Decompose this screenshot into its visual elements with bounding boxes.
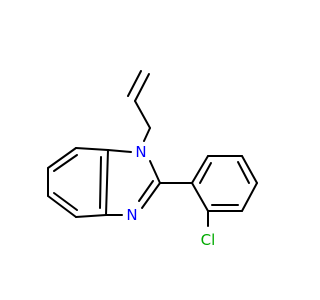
bond-c3a-c7a	[105, 149, 109, 216]
molecule-structure: N N Cl	[47, 70, 258, 249]
bond-ch2-ch	[134, 100, 151, 129]
bond-c3a-c7a-inner	[99, 156, 102, 209]
bond-n1-ch2	[143, 127, 151, 142]
chlorophenyl-ring	[159, 155, 258, 227]
bond-c4-c3a	[75, 214, 107, 218]
bond-c5-c4	[47, 195, 77, 218]
atom-label-n1: N	[135, 143, 146, 161]
atom-label-cl: Cl	[201, 231, 216, 249]
bond-c5-c4-inner	[53, 192, 78, 211]
bond-c7a-c7	[75, 147, 109, 151]
bond-c7-c6-inner	[53, 154, 78, 172]
bond-c2-n3-outer	[141, 182, 161, 209]
bond-c4p-c5p-inner	[237, 161, 250, 184]
bond-c6p-c1p	[191, 155, 209, 184]
bond-c7a-n1	[107, 149, 132, 153]
allyl-group	[127, 70, 151, 142]
bond-c2-n3-inner	[138, 180, 154, 202]
bond-c7-c6	[47, 147, 77, 169]
bond-ch-ch2-outer	[134, 73, 150, 102]
benzo-ring	[47, 147, 109, 218]
bond-c6p-c1p-inner	[199, 162, 212, 184]
bond-c1p-c2p	[191, 182, 209, 212]
bond-ch-ch2-inner	[127, 70, 142, 97]
atom-label-n3: N	[126, 206, 137, 224]
bond-c3p-c4p	[241, 182, 258, 212]
bond-n1-c2	[149, 160, 161, 184]
bond-c4p-c5p	[241, 155, 258, 184]
imidazole-ring	[105, 149, 161, 216]
